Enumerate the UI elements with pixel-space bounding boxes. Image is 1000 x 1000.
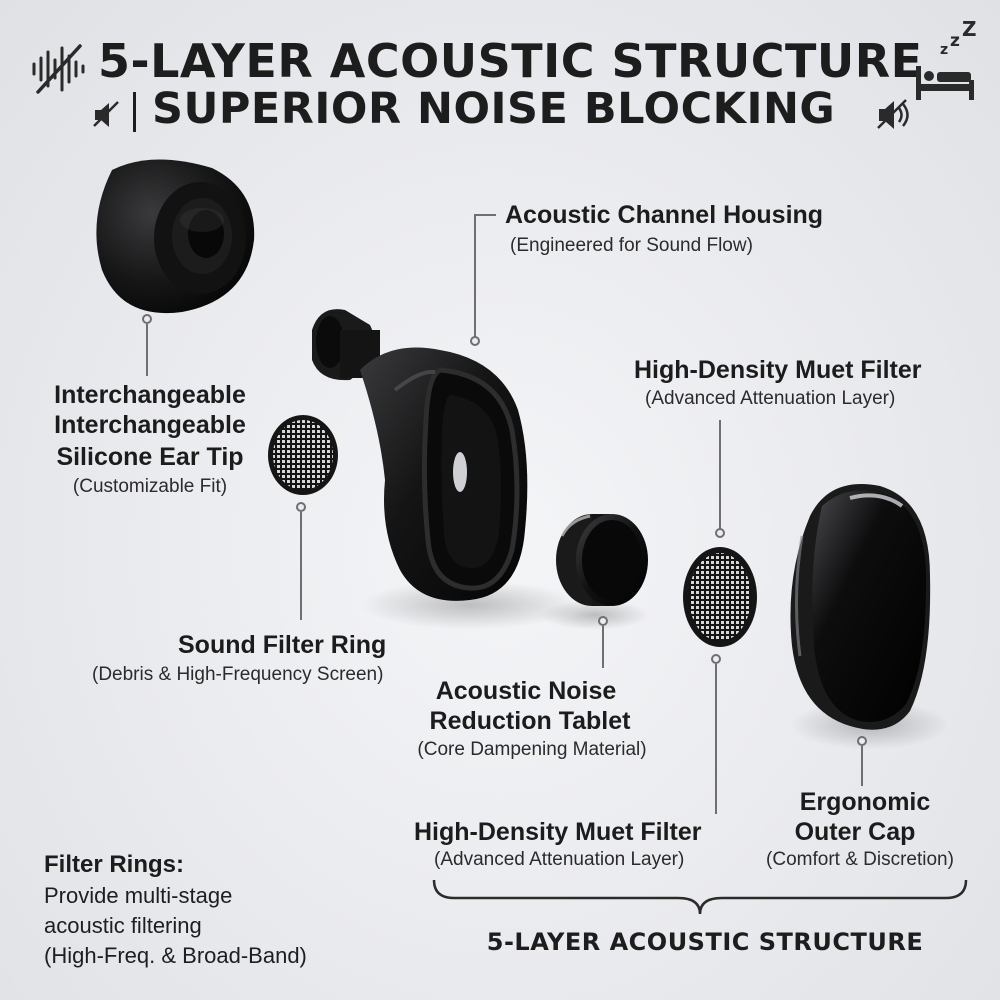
filter-bottom-sublabel: (Advanced Attenuation Layer) <box>434 849 685 870</box>
outer-cap-sublabel: (Comfort & Discretion) <box>766 849 954 870</box>
housing-label: Acoustic Channel Housing <box>505 201 824 229</box>
ear-tip-connector-dot <box>142 314 152 324</box>
outer-cap-label-line2: Outer Cap <box>794 818 916 846</box>
svg-text:z: z <box>940 42 948 58</box>
ear-tip-label-line1: Interchangeable <box>54 381 246 409</box>
housing-connector-dot <box>470 336 480 346</box>
filter-top-label: High-Density Muet Filter <box>634 356 922 384</box>
acoustic-channel-housing-image <box>312 309 528 601</box>
ear-tip-label-line2: Interchangeable <box>54 411 246 439</box>
sound-filter-ring-image <box>268 415 338 495</box>
structure-brace <box>432 879 968 915</box>
svg-text:Z: Z <box>962 18 977 41</box>
ergonomic-outer-cap-image <box>790 484 931 730</box>
filter-top-sublabel: (Advanced Attenuation Layer) <box>645 388 896 409</box>
housing-sublabel: (Engineered for Sound Flow) <box>510 235 753 256</box>
sound-ring-label: Sound Filter Ring <box>178 631 387 659</box>
silicone-ear-tip-image <box>96 159 255 314</box>
tablet-label-line2: Reduction Tablet <box>429 707 631 735</box>
filter-bottom-label: High-Density Muet Filter <box>414 818 702 846</box>
sleeping-bed-icon: z z Z <box>916 18 977 100</box>
outer-cap-connector-line <box>861 746 863 786</box>
outer-cap-connector-dot <box>857 736 867 746</box>
speaker-muted-icon <box>93 101 119 127</box>
page-title-line2: SUPERIOR NOISE BLOCKING <box>152 84 836 134</box>
filter-rings-heading: Filter Rings: <box>44 851 185 878</box>
filter-bottom-connector-line <box>715 664 717 814</box>
ear-tip-connector-line <box>146 324 148 376</box>
brace-label: 5-LAYER ACOUSTIC STRUCTURE <box>486 928 924 956</box>
filter-rings-line3: (High-Freq. & Broad-Band) <box>44 943 307 968</box>
tablet-connector-dot <box>598 616 608 626</box>
speaker-muted-icon <box>877 99 909 129</box>
filter-rings-line1: Provide multi-stage <box>44 883 233 908</box>
filter-top-connector-dot <box>715 528 725 538</box>
page-title-line1: 5-LAYER ACOUSTIC STRUCTURE <box>98 34 923 88</box>
sound-ring-connector-dot <box>296 502 306 512</box>
outer-cap-label-line1: Ergonomic <box>799 788 931 816</box>
filter-bottom-connector-dot <box>711 654 721 664</box>
ear-tip-label-line3: Silicone Ear Tip <box>56 443 244 471</box>
sound-wave-muted-icon <box>32 44 85 94</box>
sound-ring-sublabel: (Debris & High-Frequency Screen) <box>92 664 384 685</box>
filter-rings-line2: acoustic filtering <box>44 913 202 938</box>
housing-connector-vertical <box>474 214 476 338</box>
noise-reduction-tablet-image <box>556 514 648 606</box>
housing-connector-horizontal <box>474 214 496 216</box>
svg-text:z: z <box>950 31 960 51</box>
tablet-label-line1: Acoustic Noise <box>435 677 617 705</box>
tablet-connector-line <box>602 626 604 668</box>
title-divider <box>133 92 136 132</box>
tablet-sublabel: (Core Dampening Material) <box>417 739 647 760</box>
sound-ring-connector-line <box>300 512 302 620</box>
ear-tip-sublabel: (Customizable Fit) <box>72 476 228 497</box>
filter-top-connector-line <box>719 420 721 530</box>
high-density-filter-image <box>683 547 757 647</box>
